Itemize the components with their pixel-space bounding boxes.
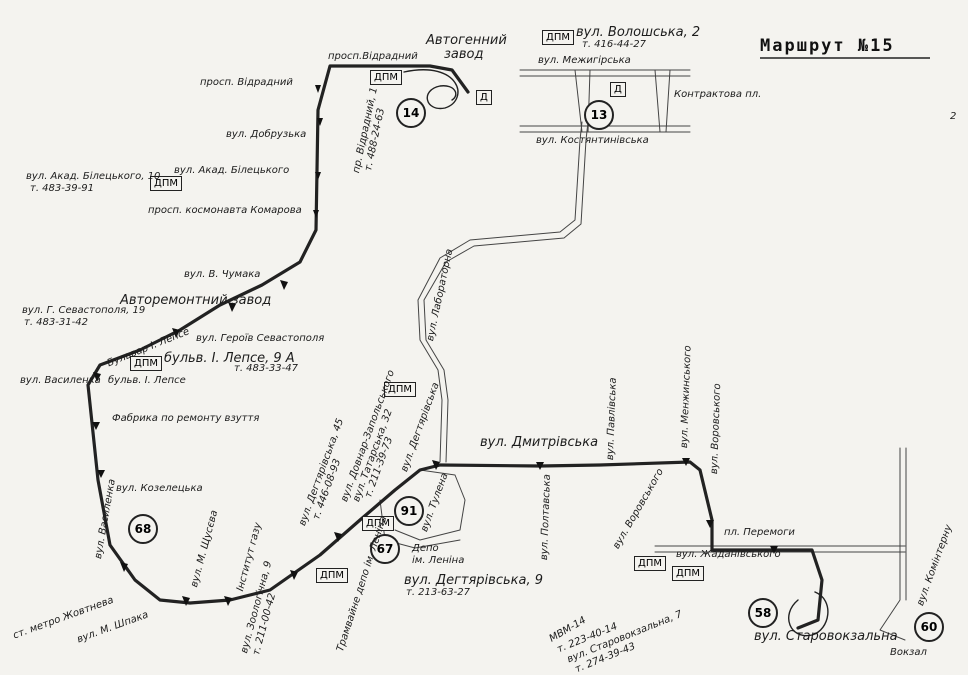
label-prosp-vidradnyi: просп. Відрадний — [200, 77, 293, 88]
label-kontraktova: Контрактова пл. — [674, 89, 762, 100]
depot-mark: Д — [610, 82, 626, 97]
label-volos-addr: вул. Волошська, 2 — [576, 25, 701, 40]
depot-circle-58: 58 — [748, 598, 778, 628]
depot-mark: Д — [476, 90, 492, 105]
dpm-box: ДПМ — [542, 30, 574, 45]
label-vasylenka: вул. Василенка — [20, 375, 101, 386]
label-pl-peremohy: пл. Перемоги — [724, 527, 795, 538]
label-heroiv: вул. Героїв Севастополя — [196, 333, 325, 344]
label-avtohennyi: Автогенний — [426, 33, 507, 48]
dpm-box: ДПМ — [672, 566, 704, 581]
dpm-box: ДПМ — [362, 516, 394, 531]
dpm-box: ДПМ — [150, 176, 182, 191]
label-lepse-addr: бульв. І. Лепсе, 9 А — [164, 351, 295, 366]
dpm-box: ДПМ — [130, 356, 162, 371]
label-komarova: просп. космонавта Комарова — [148, 205, 302, 216]
label-bil-tel: т. 483-39-91 — [30, 183, 94, 194]
other-tracks — [379, 69, 907, 641]
label-mezhyhirska: вул. Межигірська — [538, 55, 631, 66]
main-route — [86, 64, 824, 630]
label-bil-street: вул. Акад. Білецького — [174, 165, 290, 176]
label-chumaka: вул. В. Чумака — [184, 269, 261, 280]
label-bil-addr: вул. Акад. Білецького, 10 — [26, 171, 161, 182]
label-fabryka: Фабрика по ремонту взуття — [112, 413, 260, 424]
label-volos-tel: т. 416-44-27 — [582, 39, 646, 50]
label-depo: Депо — [412, 543, 439, 554]
label-side: 2 — [950, 111, 957, 122]
dpm-box: ДПМ — [384, 382, 416, 397]
label-dehtiar9: вул. Дегтярівська, 9 — [404, 573, 543, 588]
dpm-box: ДПМ — [634, 556, 666, 571]
label-sevast-tel: т. 483-31-42 — [24, 317, 88, 328]
label-dobruzka: вул. Добрузька — [226, 129, 307, 140]
label-im-lenina: ім. Леніна — [412, 555, 465, 566]
label-kostiantynivska: вул. Костянтинівська — [536, 135, 649, 146]
depot-circle-91: 91 — [394, 496, 424, 526]
label-zhadanivskoho: вул. Жаданівського — [676, 549, 781, 560]
label-zavod: завод — [444, 47, 484, 62]
label-sevast-addr: вул. Г. Севастополя, 19 — [22, 305, 146, 316]
depot-circle-14: 14 — [396, 98, 426, 128]
label-prosp-vidradnyi-top: просп.Відрадний — [328, 51, 418, 62]
stop-markers — [92, 85, 778, 606]
label-lepse-tel: т. 483-33-47 — [234, 363, 298, 374]
dpm-box: ДПМ — [316, 568, 348, 583]
label-avtoremont: Авторемонтний завод — [120, 293, 272, 308]
label-starovokzalna: вул. Старовокзальна — [754, 629, 898, 644]
depot-circle-13: 13 — [584, 100, 614, 130]
label-kozeletska: вул. Козелецька — [116, 483, 203, 494]
label-lepse-bulv: бульв. І. Лепсе — [108, 375, 186, 386]
map-title: Маршрут №15 — [760, 36, 895, 56]
depot-circle-60: 60 — [914, 612, 944, 642]
depot-circle-67: 67 — [370, 534, 400, 564]
label-dmytrivska: вул. Дмитрівська — [480, 435, 599, 450]
dpm-box: ДПМ — [370, 70, 402, 85]
label-dehtiar9-tel: т. 213-63-27 — [406, 587, 470, 598]
depot-circle-68: 68 — [128, 514, 158, 544]
label-vokzal: Вокзал — [890, 647, 927, 658]
